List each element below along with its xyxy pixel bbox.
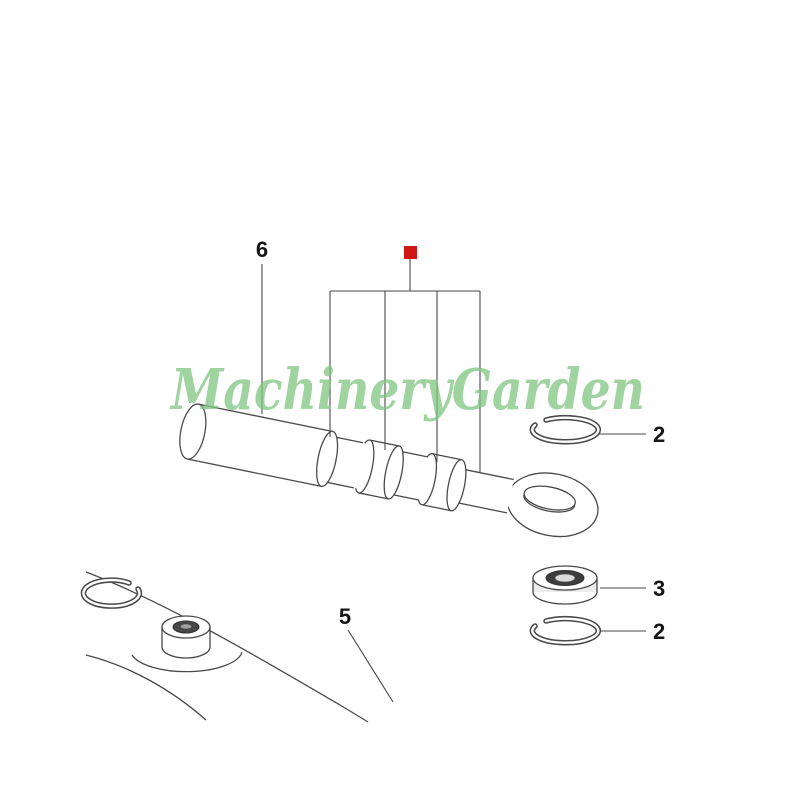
bearing-bottom-edge [532, 591, 598, 605]
housing-upper-curve [85, 571, 369, 723]
rod-eye-hole-depth-edge [523, 494, 576, 513]
rod-body [453, 468, 514, 513]
snap-ring-top-inner [531, 416, 600, 443]
bearing-bore [554, 573, 576, 583]
callout-3: 3 [600, 576, 665, 601]
housing-boss-bottom [161, 646, 211, 659]
housing-lower-curve [85, 654, 207, 721]
callout-label-2-top: 2 [653, 422, 665, 447]
callout-label-3: 3 [653, 576, 665, 601]
rod-eye-hole [523, 485, 576, 511]
collar-d-right-rim [446, 459, 467, 512]
snap-ring-left-inner [82, 578, 141, 608]
callout-marker [329, 246, 481, 473]
callout-label-2-bottom: 2 [653, 619, 665, 644]
housing-base-arc [131, 651, 243, 673]
barrel-edges [187, 403, 333, 487]
main-shaft-assembly [179, 403, 599, 538]
housing-boss-sides [161, 627, 211, 647]
callout-2-bottom: 2 [601, 619, 665, 644]
callout-label-5: 5 [339, 604, 351, 629]
callout-label-6: 6 [256, 237, 268, 262]
callout-6: 6 [256, 237, 268, 414]
housing-boss-hole-highlight [180, 624, 192, 629]
red-marker [404, 246, 417, 259]
rod-edges [452, 467, 514, 514]
bearing [532, 565, 598, 605]
housing-partial [85, 571, 369, 723]
watermark-text: MachineryGarden [169, 357, 645, 423]
collar-b-edges [358, 439, 400, 500]
snap-ring-bottom [529, 615, 602, 646]
barrel-right-rim [316, 430, 339, 488]
snap-ring-bottom-inner [531, 617, 600, 644]
callout-5: 5 [339, 604, 394, 703]
collar-b-right-rim [383, 445, 404, 500]
snap-ring-left [80, 577, 143, 609]
barrel-end-cap [179, 403, 207, 460]
snap-ring-top [529, 414, 602, 445]
callout-2-top: 2 [599, 422, 665, 447]
leader-line-5 [347, 629, 394, 703]
